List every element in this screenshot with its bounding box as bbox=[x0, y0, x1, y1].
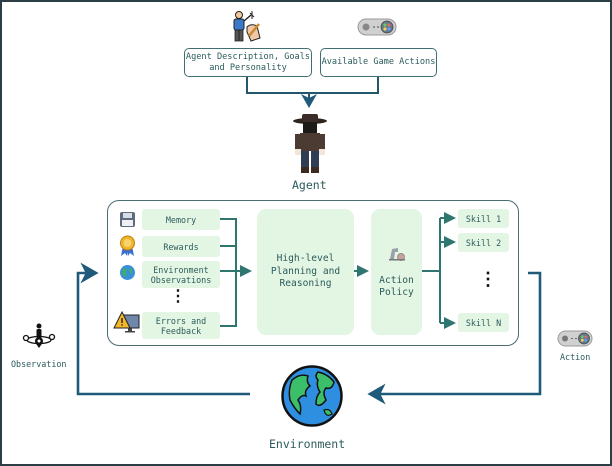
agent-modules-container bbox=[107, 200, 519, 346]
action-loop-arrow bbox=[367, 271, 542, 405]
inputs-ellipsis: ⋮ bbox=[170, 286, 186, 305]
agent-label: Agent bbox=[292, 178, 327, 192]
inputs-to-planning-arrow bbox=[220, 218, 252, 327]
cowboy-avatar-icon bbox=[293, 114, 327, 173]
skill-n-pill: Skill N bbox=[458, 313, 509, 332]
person-writing-icon bbox=[233, 11, 261, 42]
planning-reasoning-label: High-level Planning and Reasoning bbox=[270, 253, 341, 290]
rewards-pill: Rewards bbox=[142, 236, 220, 257]
medal-icon bbox=[120, 235, 135, 256]
observation-loop-arrow bbox=[76, 262, 250, 396]
environment-observations-pill: Environment Observations bbox=[142, 261, 220, 288]
available-actions-box: Available Game Actions bbox=[320, 48, 437, 77]
globe-icon bbox=[120, 265, 135, 280]
action-policy-block: Action Policy bbox=[371, 209, 422, 335]
errors-feedback-pill: Errors and Feedback bbox=[142, 312, 220, 339]
observation-map-icon bbox=[22, 323, 56, 348]
skills-ellipsis: ⋮ bbox=[479, 269, 497, 290]
environment-label: Environment bbox=[269, 437, 346, 451]
skill-1-pill: Skill 1 bbox=[458, 209, 509, 228]
policy-to-skills-arrow bbox=[422, 212, 456, 329]
agent-description-box: Agent Description, Goals and Personality bbox=[184, 48, 312, 77]
skill-2-pill: Skill 2 bbox=[458, 233, 509, 252]
observation-label: Observation bbox=[11, 359, 67, 369]
action-policy-label: Action Policy bbox=[379, 274, 414, 299]
planning-reasoning-block: High-level Planning and Reasoning bbox=[257, 209, 354, 335]
inputs-to-agent-arrow bbox=[246, 77, 379, 108]
floppy-disk-icon bbox=[120, 212, 135, 227]
robot-arm-icon bbox=[388, 247, 405, 261]
environment-globe-icon bbox=[281, 365, 343, 427]
memory-pill: Memory bbox=[142, 209, 220, 230]
action-label: Action bbox=[560, 352, 591, 362]
warning-monitor-icon bbox=[113, 311, 140, 333]
gamepad-icon bbox=[357, 18, 397, 36]
action-gamepad-icon bbox=[557, 330, 593, 347]
